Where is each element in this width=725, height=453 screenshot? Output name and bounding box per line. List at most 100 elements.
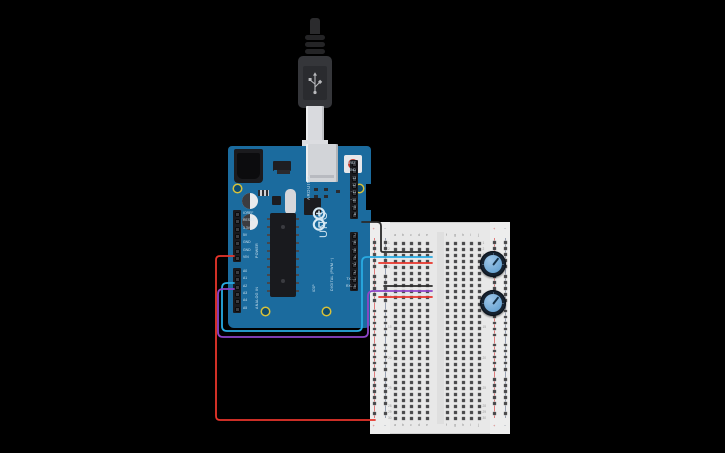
rail-hole-negative[interactable] [504,333,507,337]
rail-hole-positive[interactable] [373,299,376,303]
hole-j19[interactable] [478,350,481,354]
hole-b16[interactable] [402,332,405,336]
rail-hole-negative[interactable] [384,275,387,278]
pin-5v[interactable] [234,233,240,239]
hole-g9[interactable] [454,290,457,294]
hole-f7[interactable] [446,278,449,282]
rail-hole-positive[interactable] [493,349,496,353]
hole-c9[interactable] [410,290,413,294]
hole-b18[interactable] [402,344,405,348]
hole-d8[interactable] [418,284,421,288]
hole-i3[interactable] [470,254,473,258]
pin-8[interactable] [351,213,357,219]
hole-i2[interactable] [470,248,473,252]
pin-reset[interactable] [234,219,240,225]
hole-i6[interactable] [470,272,473,276]
rail-hole-positive[interactable] [493,361,496,365]
rail-hole-positive[interactable] [493,315,496,319]
hole-c20[interactable] [410,356,413,360]
hole-i30[interactable] [470,417,473,421]
hole-f8[interactable] [446,284,449,288]
hole-d28[interactable] [418,405,421,409]
rail-hole-negative[interactable] [384,247,387,250]
hole-c12[interactable] [410,308,413,312]
rail-hole-positive[interactable] [493,355,496,359]
hole-f27[interactable] [446,399,449,403]
hole-d1[interactable] [418,242,421,245]
hole-d15[interactable] [418,326,421,330]
hole-c23[interactable] [410,375,413,379]
hole-c11[interactable] [410,302,413,306]
hole-d21[interactable] [418,363,421,366]
rail-hole-negative[interactable] [384,309,387,313]
hole-j7[interactable] [478,278,481,282]
hole-b3[interactable] [402,254,405,258]
hole-f18[interactable] [446,344,449,348]
rail-hole-positive[interactable] [493,367,496,371]
hole-c5[interactable] [410,266,413,270]
hole-e25[interactable] [426,387,429,391]
hole-j21[interactable] [478,363,481,366]
hole-j23[interactable] [478,375,481,379]
rail-hole-positive[interactable] [373,293,376,296]
hole-g24[interactable] [454,381,457,385]
hole-j12[interactable] [478,308,481,312]
hole-f26[interactable] [446,393,449,397]
hole-i13[interactable] [470,314,473,318]
hole-e27[interactable] [426,399,429,403]
hole-j11[interactable] [478,302,481,306]
pin-a2[interactable] [234,284,240,290]
hole-c3[interactable] [410,254,413,258]
rail-hole-positive[interactable] [373,309,376,313]
hole-i17[interactable] [470,338,473,342]
hole-d29[interactable] [418,411,421,415]
hole-c17[interactable] [410,338,413,342]
hole-j3[interactable] [478,254,481,258]
rail-hole-negative[interactable] [384,367,387,371]
rail-hole-positive[interactable] [493,384,496,387]
hole-e19[interactable] [426,350,429,354]
hole-f12[interactable] [446,308,449,312]
hole-e6[interactable] [426,272,429,276]
rail-hole-negative[interactable] [504,361,507,365]
hole-i7[interactable] [470,278,473,282]
rail-hole-negative[interactable] [384,265,387,268]
hole-b2[interactable] [402,248,405,252]
rail-hole-negative[interactable] [504,378,507,381]
hole-i28[interactable] [470,405,473,409]
hole-b9[interactable] [402,290,405,294]
hole-j28[interactable] [478,405,481,409]
hole-b8[interactable] [402,284,405,288]
rail-hole-negative[interactable] [384,402,387,405]
hole-h29[interactable] [462,411,465,415]
rail-hole-negative[interactable] [384,253,387,256]
hole-h11[interactable] [462,302,465,306]
hole-c18[interactable] [410,344,413,348]
hole-e10[interactable] [426,296,429,300]
hole-a26[interactable] [394,393,397,397]
hole-d27[interactable] [418,399,421,403]
rail-hole-negative[interactable] [504,355,507,359]
hole-a3[interactable] [394,254,397,258]
rail-hole-positive[interactable] [373,367,376,371]
rail-hole-negative[interactable] [504,402,507,405]
rail-hole-positive[interactable] [373,287,376,290]
hole-b29[interactable] [402,411,405,415]
rail-hole-negative[interactable] [504,343,507,347]
rail-hole-negative[interactable] [384,259,387,262]
pin-a0[interactable] [234,270,240,275]
hole-f4[interactable] [446,260,449,264]
hole-h17[interactable] [462,338,465,342]
hole-f11[interactable] [446,302,449,306]
pin-10[interactable] [351,198,357,204]
hole-e8[interactable] [426,284,429,288]
hole-d11[interactable] [418,302,421,306]
hole-g30[interactable] [454,417,457,421]
hole-d14[interactable] [418,320,421,324]
hole-h5[interactable] [462,266,465,270]
hole-d26[interactable] [418,393,421,397]
hole-b15[interactable] [402,326,405,330]
rail-hole-negative[interactable] [504,390,507,393]
hole-a25[interactable] [394,387,397,391]
